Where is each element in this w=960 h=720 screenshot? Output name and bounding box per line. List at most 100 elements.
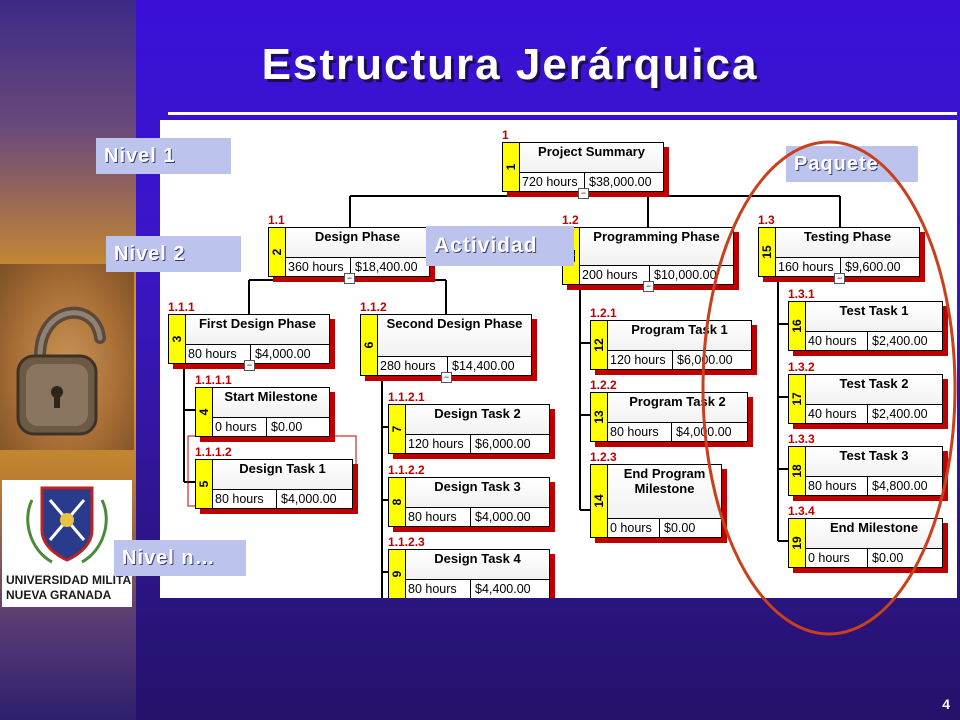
task-cost: $0.00: [664, 521, 696, 535]
task-id-cell: 4: [196, 388, 213, 436]
wbs-code: 1.1.1: [168, 300, 195, 314]
slide-title: Estructura Jerárquica: [261, 40, 759, 89]
collapse-toggle-icon[interactable]: −: [441, 372, 452, 383]
task-hours: 0 hours: [608, 519, 660, 537]
collapse-toggle-icon[interactable]: −: [834, 273, 845, 284]
task-hours: 200 hours: [580, 266, 650, 284]
task-id: 13: [592, 410, 606, 424]
padlock-icon: [16, 306, 106, 436]
wbs-code: 1.3.2: [788, 360, 815, 374]
task-cost: $10,000.00: [654, 268, 717, 282]
task-cost: $4,800.00: [872, 479, 928, 493]
collapse-toggle-icon[interactable]: −: [578, 188, 589, 199]
task-name: Design Task 2: [406, 405, 549, 435]
task-hours: 720 hours: [520, 173, 585, 191]
task-hours: 80 hours: [186, 345, 251, 363]
task-name: Program Task 1: [608, 321, 751, 351]
task-name: Design Task 4: [406, 550, 549, 580]
task-cost: $6,000.00: [475, 437, 531, 451]
task-hours: 80 hours: [406, 508, 471, 526]
wbs-code: 1.1.1.2: [195, 445, 232, 459]
wbs-code: 1.2: [562, 213, 579, 227]
wbs-code: 1.1: [268, 213, 285, 227]
wbs-code: 1.1.2.3: [388, 535, 425, 549]
task-name: Programming Phase: [580, 228, 733, 266]
task-cost: $9,600.00: [845, 260, 901, 274]
task-id-cell: 13: [591, 393, 608, 441]
task-id: 15: [760, 245, 774, 259]
task-id: 7: [390, 425, 404, 433]
task-cost: $14,400.00: [452, 359, 515, 373]
task-id: 1: [504, 163, 518, 171]
wbs-code: 1.1.2.2: [388, 463, 425, 477]
task-cost: $6,000.00: [677, 353, 733, 367]
task-hours: 160 hours: [776, 258, 841, 276]
task-id: 19: [790, 536, 804, 550]
task-id: 18: [790, 464, 804, 478]
task-hours: 120 hours: [608, 351, 673, 369]
task-id-cell: 19: [789, 519, 806, 567]
task-name: Design Task 3: [406, 478, 549, 508]
task-hours: 120 hours: [406, 435, 471, 453]
task-hours: 80 hours: [406, 580, 471, 598]
label-paquete: Paquete: [786, 146, 918, 182]
task-id-cell: 9: [389, 550, 406, 598]
task-id: 16: [790, 319, 804, 333]
wbs-code: 1: [502, 128, 509, 142]
task-id: 4: [197, 408, 211, 416]
task-id: 6: [362, 341, 376, 349]
collapse-toggle-icon[interactable]: −: [344, 273, 355, 284]
university-crest-icon: UNIVERSIDAD MILITAR NUEVA GRANADA: [6, 486, 132, 602]
task-hours: 80 hours: [213, 490, 277, 508]
task-cost: $4,000.00: [475, 510, 531, 524]
task-id-cell: 12: [591, 321, 608, 369]
label-nivel-1: Nivel 1: [96, 138, 231, 174]
task-cost: $4,000.00: [255, 347, 311, 361]
task-id: 2: [270, 248, 284, 256]
task-hours: 280 hours: [378, 357, 448, 375]
task-id: 8: [390, 498, 404, 506]
task-id-cell: 14: [591, 465, 608, 537]
padlock-photo: [0, 264, 134, 450]
logo-line-1: UNIVERSIDAD MILITAR: [6, 573, 132, 587]
task-id: 9: [390, 570, 404, 578]
task-cost: $0.00: [872, 551, 904, 565]
wbs-code: 1.1.1.1: [195, 373, 232, 387]
task-cost: $18,400.00: [355, 260, 418, 274]
task-cost: $0.00: [271, 420, 303, 434]
collapse-toggle-icon[interactable]: −: [643, 281, 654, 292]
task-cost: $4,400.00: [475, 582, 531, 596]
collapse-toggle-icon[interactable]: −: [244, 360, 255, 371]
task-cost: $38,000.00: [589, 175, 652, 189]
